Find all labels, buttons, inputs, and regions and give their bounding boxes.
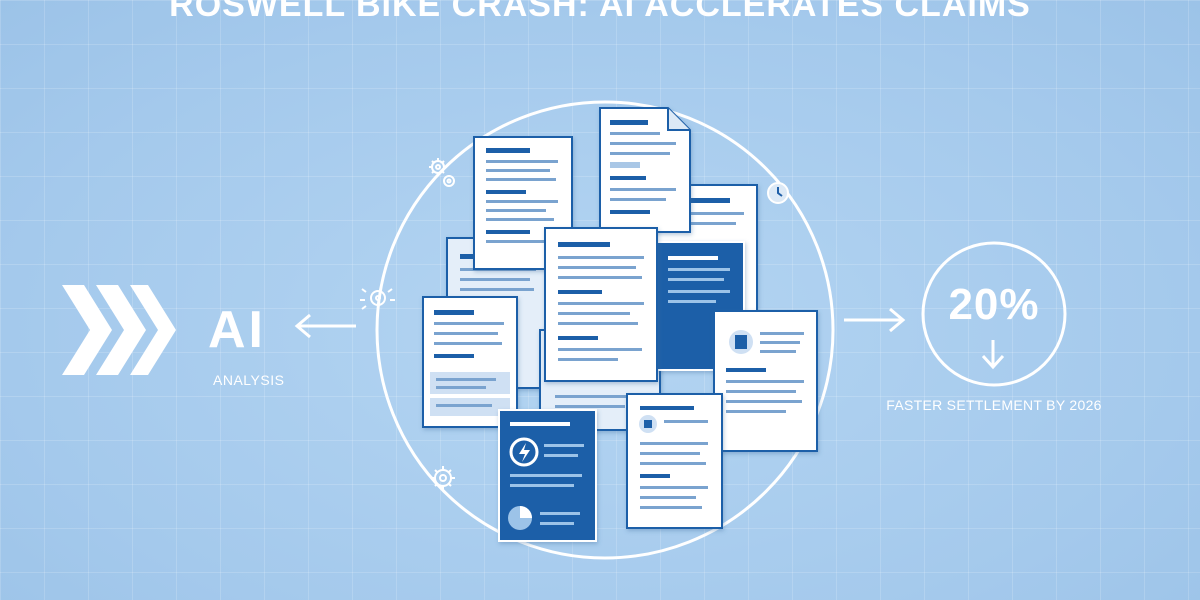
robot-icon	[360, 288, 395, 310]
document-bottom-center	[626, 393, 723, 529]
result-ring	[921, 241, 1067, 387]
result-caption: FASTER SETTLEMENT BY 2026	[886, 397, 1102, 413]
process-ring	[375, 100, 835, 560]
clock-icon	[767, 182, 789, 204]
arrow-left-icon	[294, 313, 356, 339]
document-top-folded	[599, 107, 691, 233]
document-center	[544, 227, 658, 382]
down-arrow-icon	[981, 340, 1005, 370]
ai-sublabel: ANALYSIS	[213, 372, 285, 388]
document-dark-right	[656, 241, 745, 371]
lightning-icon	[509, 437, 539, 467]
document-left-middle	[422, 296, 518, 428]
document-right-front	[713, 310, 818, 452]
document-dark-bottom	[498, 409, 597, 542]
arrow-right-icon	[844, 307, 906, 333]
result-value: 20%	[948, 280, 1040, 329]
ai-label: AI	[208, 301, 266, 359]
pie-chart-icon	[508, 506, 532, 530]
gears-icon	[429, 158, 455, 187]
chevron-right-icon	[62, 285, 176, 375]
headline: ROSWELL BIKE CRASH: AI ACCLERATES CLAIMS	[169, 0, 1031, 24]
gear-icon	[431, 466, 455, 490]
